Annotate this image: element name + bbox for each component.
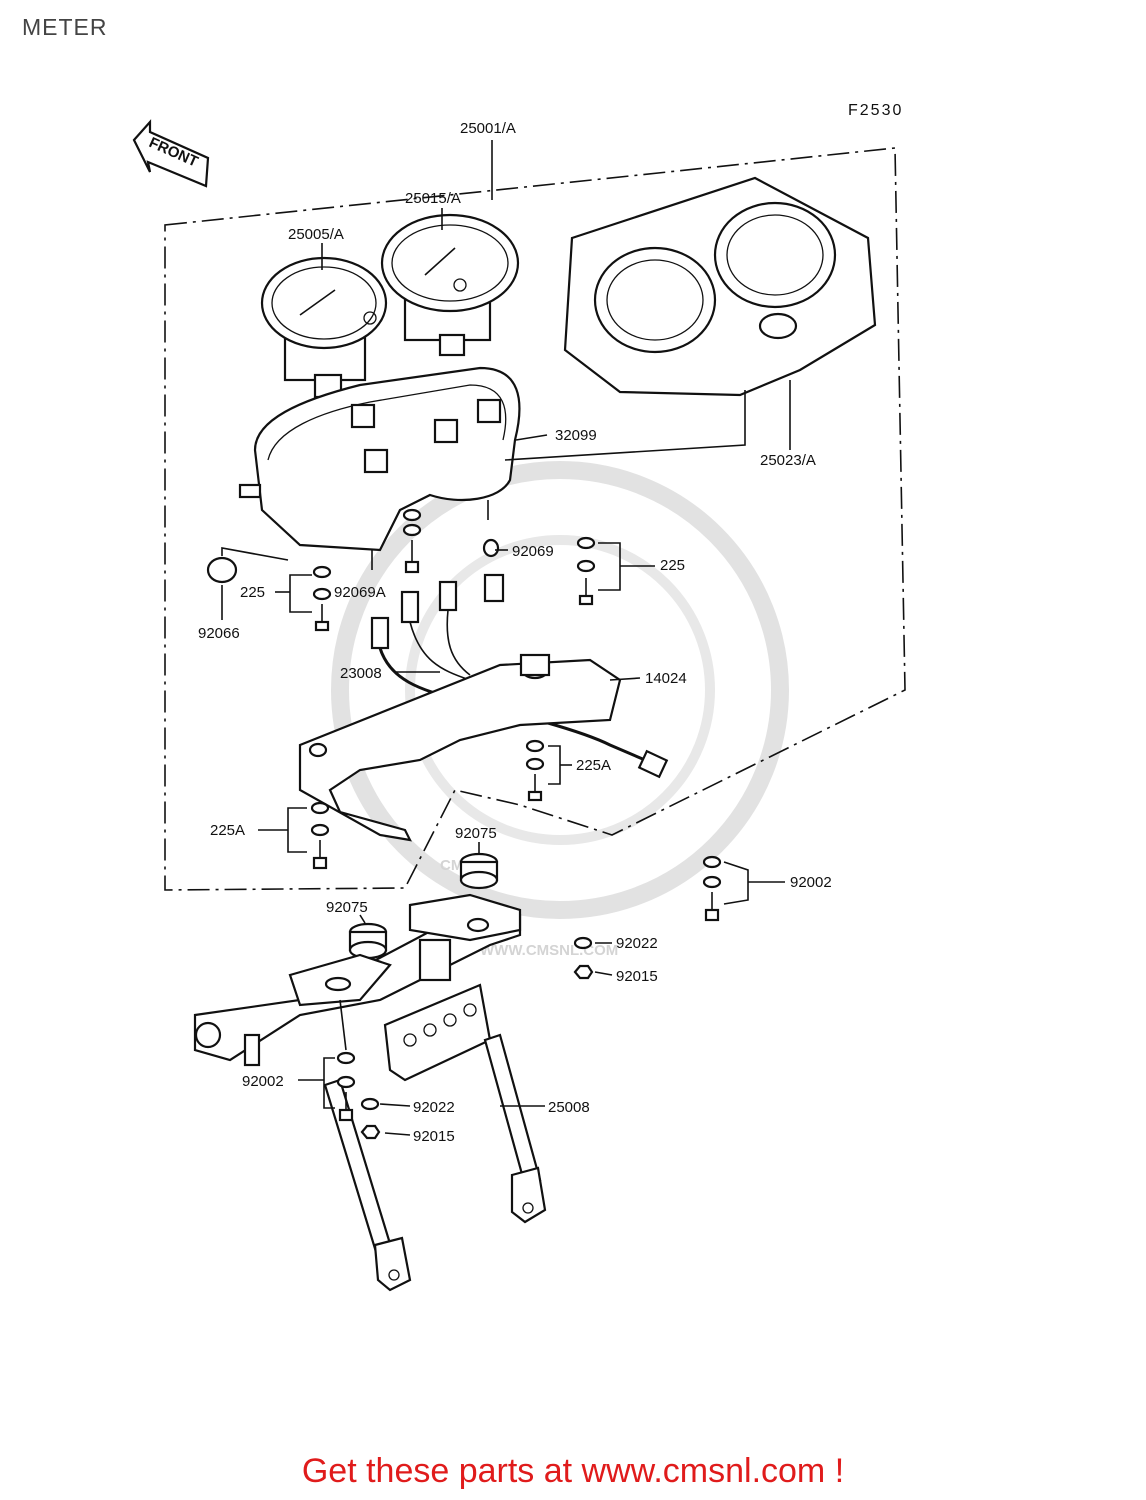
label-92002-left: 92002 (242, 1073, 284, 1090)
nut-92015-top (573, 964, 594, 980)
label-92022-bottom: 92022 (413, 1099, 455, 1116)
fasteners-right (576, 536, 596, 606)
label-25008: 25008 (548, 1099, 590, 1116)
promo-link[interactable]: Get these parts at www.cmsnl.com ! (301, 1452, 845, 1490)
tachometer (260, 256, 388, 399)
label-92002-right: 92002 (790, 874, 832, 891)
label-25001: 25001/A (460, 120, 516, 137)
meter-cover (563, 176, 877, 397)
speedometer (380, 213, 520, 357)
label-92069: 92069 (512, 543, 554, 560)
fasteners-left (312, 565, 332, 632)
damper-left (348, 922, 388, 960)
label-92015-top: 92015 (616, 968, 658, 985)
washer-92022-bottom (360, 1097, 380, 1111)
label-92075-top: 92075 (455, 825, 497, 842)
label-225A-left: 225A (210, 822, 245, 839)
nut-92015-bottom (360, 1124, 381, 1140)
part-labels: 25001/A 25015/A 25005/A 32099 25023/A 92… (198, 120, 832, 1145)
label-92015-bottom: 92015 (413, 1128, 455, 1145)
label-225-left: 225 (240, 584, 265, 601)
parts-diagram: CMS WWW.CMSNL.COM FRONT F2530 (132, 102, 906, 1292)
label-92075-left: 92075 (326, 899, 368, 916)
label-32099: 32099 (555, 427, 597, 444)
label-14024: 14024 (645, 670, 687, 687)
assembly-frame (164, 147, 906, 891)
fasteners-92002-left (336, 1051, 356, 1122)
fasteners-center (402, 508, 422, 574)
figure-code: F2530 (848, 102, 903, 119)
fasteners-225A-right (525, 739, 545, 802)
label-23008: 23008 (340, 665, 382, 682)
damper-top (459, 852, 499, 890)
watermark-url: WWW.CMSNL.COM (480, 942, 618, 959)
cms-watermark: CMS WWW.CMSNL.COM (331, 461, 789, 959)
leader-lines (221, 140, 791, 1136)
rubber-cap (206, 556, 238, 584)
label-92069A: 92069A (334, 584, 386, 601)
label-225A-right: 225A (576, 757, 611, 774)
meter-bracket (193, 893, 547, 1292)
front-arrow-icon: FRONT (132, 119, 210, 188)
label-92022-top: 92022 (616, 935, 658, 952)
meter-case (238, 366, 521, 570)
label-25005: 25005/A (288, 226, 344, 243)
page-title: METER (22, 14, 108, 40)
fasteners-92002-right (702, 855, 722, 922)
label-25015: 25015/A (405, 190, 461, 207)
fasteners-225A-left (310, 801, 330, 870)
label-25023: 25023/A (760, 452, 816, 469)
lower-cover (298, 653, 622, 842)
washer-92022-top (573, 936, 593, 950)
label-92066: 92066 (198, 625, 240, 642)
label-225-right: 225 (660, 557, 685, 574)
